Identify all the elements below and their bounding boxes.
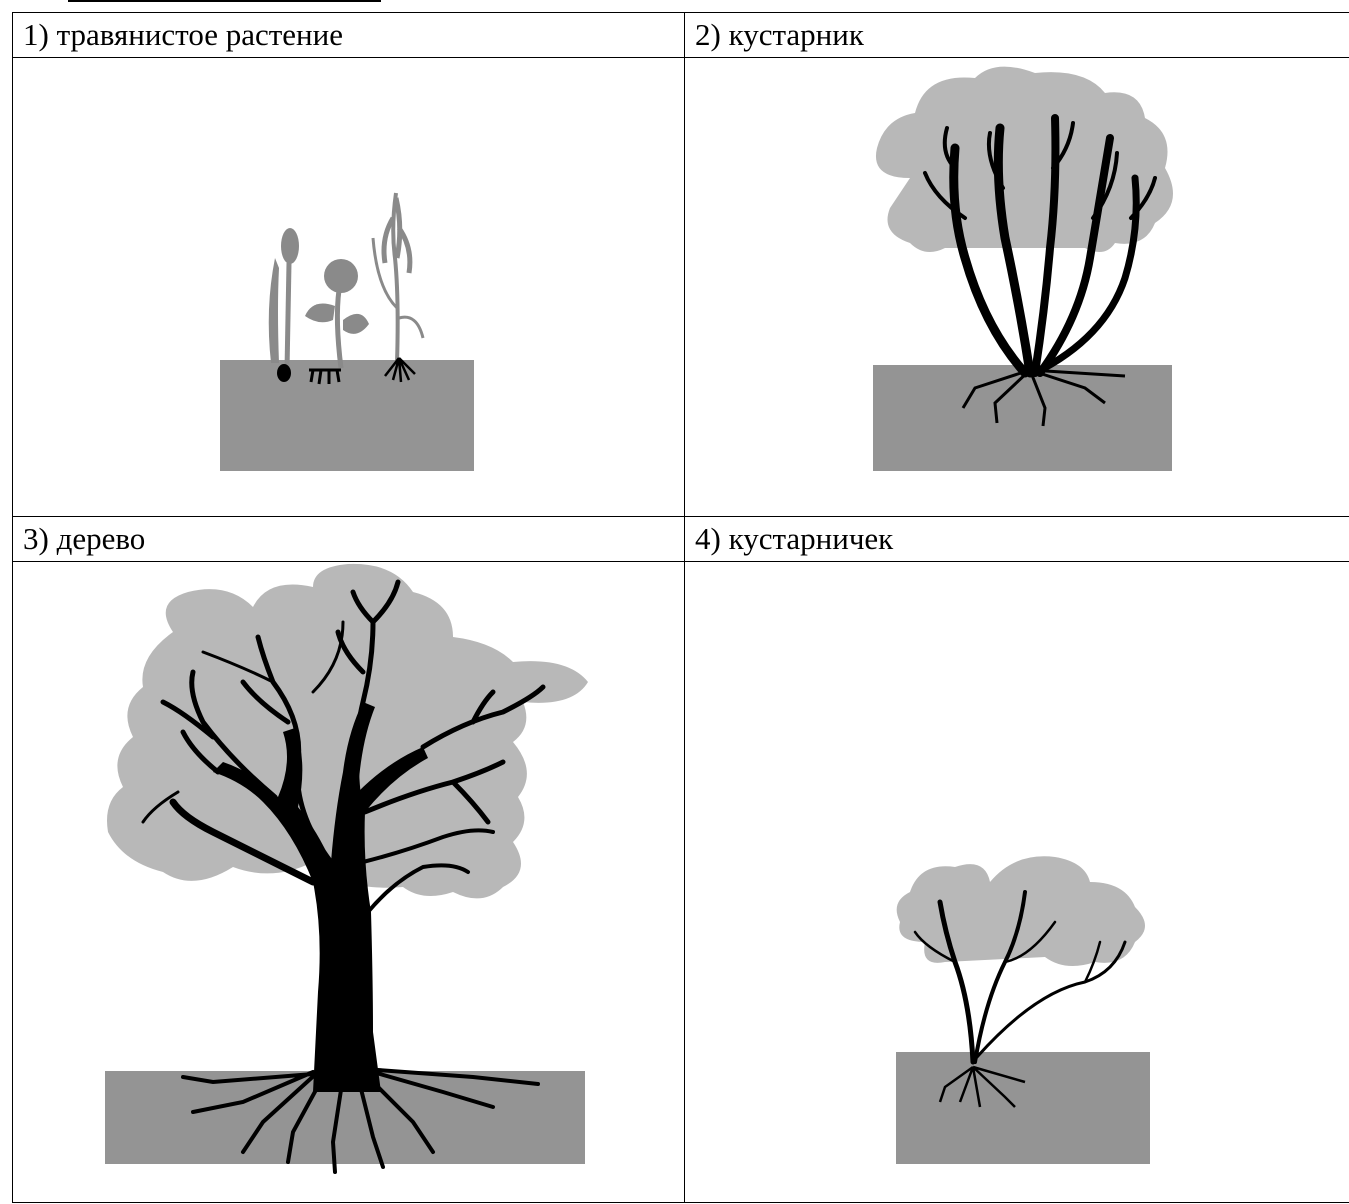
cell-label-herb: 1) травянистое растение: [12, 12, 685, 58]
subshrub-picture-cell: [684, 561, 1349, 1203]
shrub-branches: [923, 114, 1157, 378]
roots: [309, 368, 341, 385]
leaf: [305, 303, 335, 323]
cell-label-subshrub: 4) кустарничек: [684, 516, 1349, 562]
tulip-flower: [281, 228, 299, 264]
table-row: [12, 561, 1349, 1203]
stem: [334, 289, 344, 369]
herbaceous-plants-illustration: [220, 192, 474, 471]
shrub-illustration: [873, 66, 1173, 471]
cell-label-tree: 3) дерево: [12, 516, 685, 562]
tree-trunk: [213, 702, 428, 1092]
leaf: [268, 258, 279, 363]
tree-picture-cell: [12, 561, 685, 1203]
flower-head: [324, 259, 358, 293]
roots: [384, 357, 416, 383]
grass-spike: [381, 197, 413, 274]
life-forms-table: 1) травянистое растение 2) кустарник: [12, 12, 1349, 1203]
tree-foliage: [107, 563, 588, 899]
roots: [961, 368, 1126, 427]
shrub-picture-cell: [684, 57, 1349, 517]
stem: [284, 262, 292, 371]
herb-picture-cell: [12, 57, 685, 517]
leaf: [371, 237, 425, 339]
top-underline: [68, 0, 381, 2]
tree-branches: [141, 579, 546, 914]
table-row: 3) дерево 4) кустарничек: [12, 516, 1349, 562]
soil-block: [896, 1052, 1150, 1164]
soil-block: [220, 360, 474, 471]
subshrub-branches: [913, 890, 1127, 1065]
table-row: [12, 57, 1349, 517]
subshrub-illustration: [896, 856, 1150, 1164]
soil-block: [873, 365, 1172, 471]
shrub-foliage: [875, 66, 1173, 252]
stem: [391, 192, 400, 364]
roots: [938, 1065, 1026, 1108]
leaf: [343, 313, 369, 334]
cell-label-shrub: 2) кустарник: [684, 12, 1349, 58]
bulb: [277, 364, 291, 382]
table-row: 1) травянистое растение 2) кустарник: [12, 12, 1349, 58]
tree-illustration: [105, 563, 588, 1174]
roots: [181, 1068, 540, 1174]
